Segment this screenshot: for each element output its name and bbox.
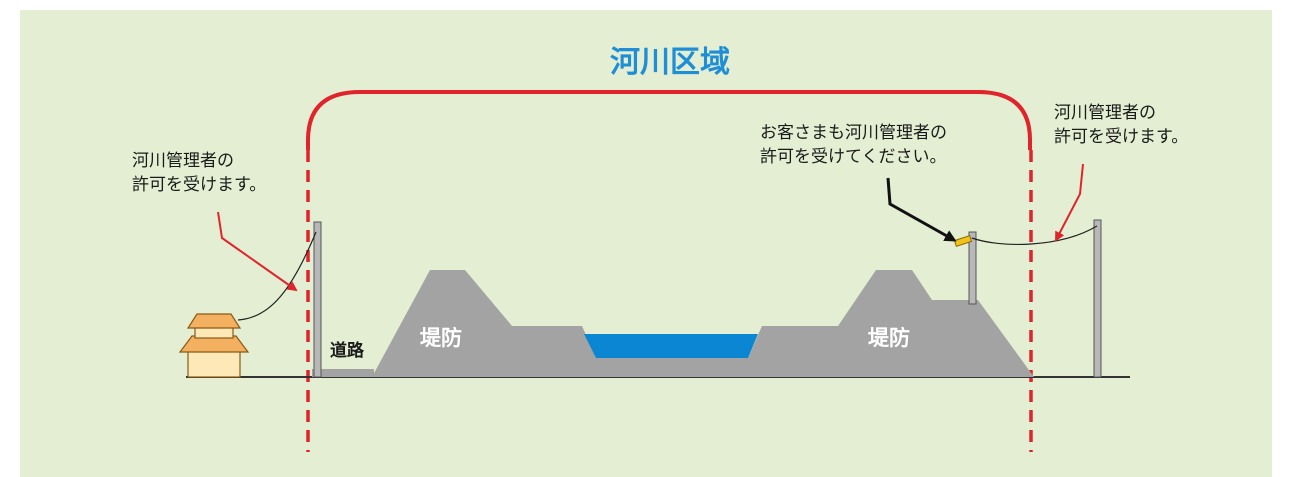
left-note-line1: 河川管理者の: [132, 151, 234, 171]
road-label: 道路: [330, 340, 365, 361]
utility-pole-icon: [1093, 219, 1102, 378]
house-icon: [178, 313, 250, 378]
dike-cross-section: [372, 270, 1034, 377]
meter-icon: [953, 235, 973, 247]
river-area-title: 河川区域: [610, 45, 730, 80]
right-note-line1: 河川管理者の: [1054, 103, 1156, 123]
service-wire-left: [237, 231, 317, 321]
river-water: [584, 334, 758, 358]
river-area-bracket: [306, 90, 1032, 150]
utility-pole-icon: [313, 221, 322, 378]
road-surface: [312, 369, 374, 377]
left-note-line2: 許可を受けます。: [132, 175, 266, 195]
utility-pole-icon: [968, 231, 977, 305]
right-note-arrow: [1055, 163, 1084, 242]
customer-note-line1: お客さまも河川管理者の: [760, 123, 947, 143]
customer-note-line2: 許可を受けてください。: [760, 147, 947, 167]
dike-label-left: 堤防: [420, 326, 462, 350]
service-wire-right: [971, 225, 1098, 246]
dike-label-right: 堤防: [868, 326, 910, 350]
right-note-line2: 許可を受けます。: [1054, 127, 1188, 147]
left-note-arrow: [217, 211, 298, 292]
customer-note-arrow: [886, 177, 957, 242]
